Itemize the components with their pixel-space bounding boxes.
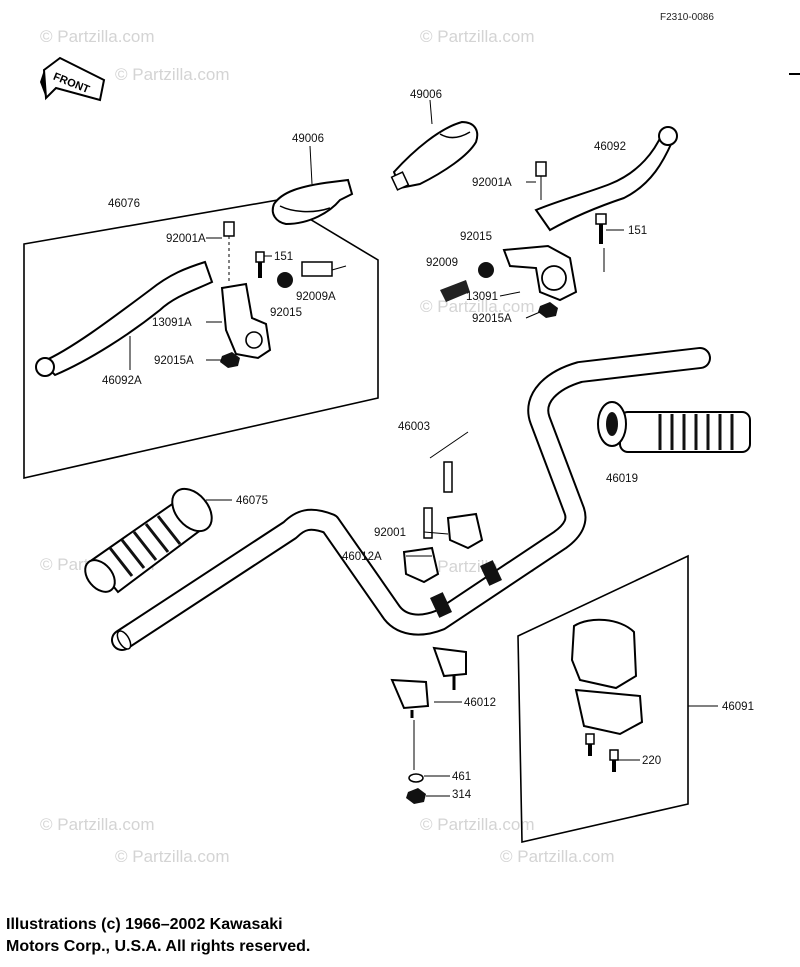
- lever-cover-right: [390, 120, 479, 191]
- part-label-92009: 92009: [426, 257, 458, 269]
- part-label-92015-right: 92015: [460, 231, 492, 243]
- watermark: © Partzilla.com: [420, 815, 535, 834]
- lever-cover-left: [271, 178, 354, 226]
- watermark: © Partzilla.com: [500, 847, 615, 866]
- part-label-92001A-right: 92001A: [472, 177, 512, 189]
- part-label-46092: 46092: [594, 141, 626, 153]
- copyright-line-2: Motors Corp., U.S.A. All rights reserved…: [6, 938, 311, 955]
- watermark: © Partzilla.com: [40, 27, 155, 46]
- right-lever-assembly: [440, 126, 678, 318]
- part-label-46003: 46003: [398, 421, 430, 433]
- part-label-92015A-right: 92015A: [472, 313, 512, 325]
- part-label-151-left: 151: [274, 251, 293, 263]
- part-label-46092A: 46092A: [102, 375, 142, 387]
- part-label-92001A-left: 92001A: [166, 233, 206, 245]
- part-label-461: 461: [452, 771, 471, 783]
- figure-code: F2310-0086: [660, 12, 714, 23]
- watermark: © Partzilla.com: [115, 65, 230, 84]
- watermark: © Partzilla.com: [40, 815, 155, 834]
- part-label-46019: 46019: [606, 473, 638, 485]
- part-label-46075: 46075: [236, 495, 268, 507]
- part-label-92009A: 92009A: [296, 291, 336, 303]
- right-grip: [597, 401, 751, 453]
- part-label-314: 314: [452, 789, 472, 801]
- left-grip: [84, 487, 213, 594]
- part-label-46091: 46091: [722, 701, 754, 713]
- watermark: © Partzilla.com: [420, 27, 535, 46]
- part-label-46012: 46012: [464, 697, 496, 709]
- part-label-49006-left: 49006: [292, 133, 324, 145]
- part-label-49006-right: 49006: [410, 89, 442, 101]
- handlebar: [111, 347, 711, 651]
- lower-holders: [390, 646, 467, 804]
- part-label-46012A: 46012A: [342, 551, 382, 563]
- copyright-footer: Illustrations (c) 1966–2002 Kawasaki Mot…: [6, 914, 310, 958]
- copyright-line-1: Illustrations (c) 1966–2002 Kawasaki: [6, 916, 283, 933]
- front-arrow-icon: FRONT: [40, 56, 106, 102]
- part-label-220: 220: [642, 755, 661, 767]
- part-label-92015A-left: 92015A: [154, 355, 194, 367]
- part-label-151-right: 151: [628, 225, 647, 237]
- switch-housing-assembly: [517, 554, 689, 843]
- watermarks: © Partzilla.com © Partzilla.com © Partzi…: [40, 27, 615, 866]
- watermark: © Partzilla.com: [420, 297, 535, 316]
- part-label-92015-left: 92015: [270, 307, 302, 319]
- part-label-13091: 13091: [466, 291, 498, 303]
- watermark: © Partzilla.com: [115, 847, 230, 866]
- left-lever-assembly: [23, 199, 379, 480]
- part-label-13091A: 13091A: [152, 317, 192, 329]
- part-labels: 49006 49006 46076 92001A 151 92009A 9201…: [102, 89, 754, 801]
- leader-lines: [129, 99, 718, 761]
- part-label-46076: 46076: [108, 198, 140, 210]
- part-label-92001: 92001: [374, 527, 406, 539]
